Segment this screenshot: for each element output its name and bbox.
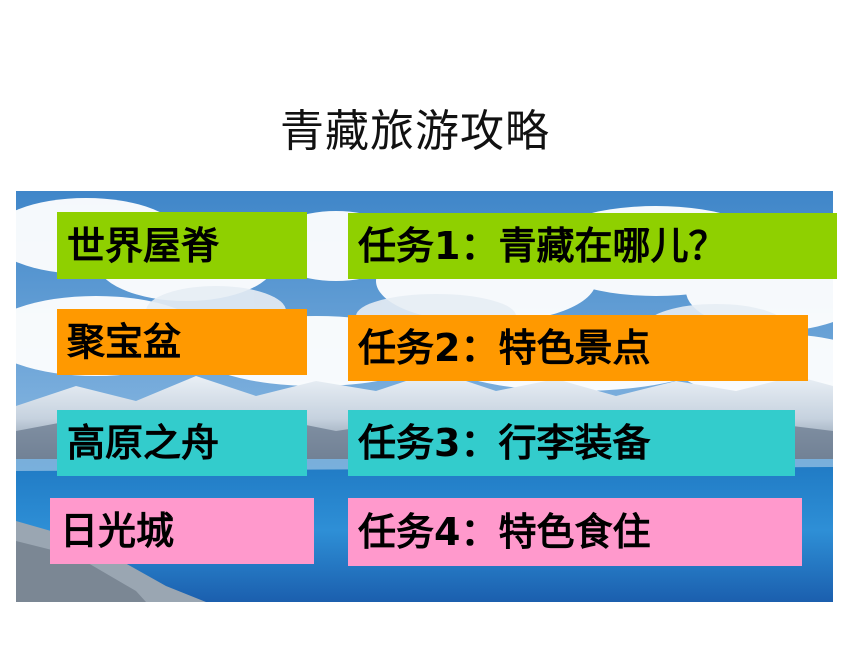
task-2-link[interactable]: 任务2：特色景点 (348, 315, 808, 381)
task-text: 任务2：特色景点 (358, 326, 651, 370)
label-text: 日光城 (60, 509, 175, 553)
page-title: 青藏旅游攻略 (280, 106, 550, 157)
label-box-sunlight-city: 日光城 (50, 498, 314, 564)
label-text: 高原之舟 (67, 421, 220, 465)
label-text: 世界屋脊 (67, 223, 220, 268)
label-box-plateau-boat: 高原之舟 (57, 410, 307, 476)
task-1-link[interactable]: 任务1：青藏在哪儿？ (348, 213, 837, 279)
task-text: 任务1：青藏在哪儿？ (358, 224, 727, 268)
label-box-treasure-bowl: 聚宝盆 (57, 309, 307, 375)
label-box-world-roof: 世界屋脊 (57, 212, 307, 279)
task-3-link[interactable]: 任务3：行李装备 (348, 410, 795, 476)
task-4-link[interactable]: 任务4：特色食住 (348, 498, 802, 566)
task-text: 任务4：特色食住 (358, 510, 651, 554)
label-text: 聚宝盆 (67, 320, 182, 364)
task-text: 任务3：行李装备 (358, 421, 651, 465)
